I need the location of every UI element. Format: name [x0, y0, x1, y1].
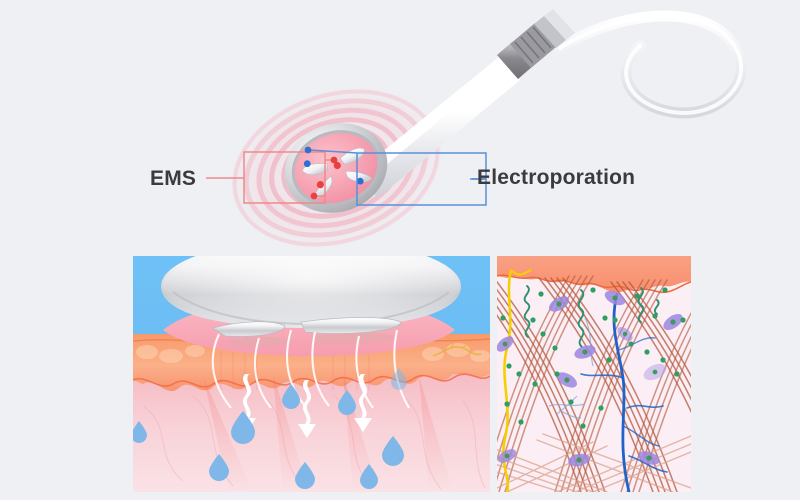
electroporation-leader-dots [304, 146, 312, 154]
nerve-yellow [502, 269, 513, 492]
ems-leader [206, 151, 332, 204]
ems-label: EMS [150, 167, 197, 190]
ems-leader-dots [310, 156, 338, 200]
fibroblast-cells [497, 290, 683, 467]
elastin-fibres [523, 285, 660, 348]
ripple-halo [228, 86, 444, 250]
field-lines [211, 329, 410, 409]
panel-collagen-network [497, 256, 691, 492]
penetration-arrows [238, 374, 372, 438]
strain-relief [510, 23, 556, 68]
device-cable [554, 10, 747, 119]
ems-point-1 [333, 161, 341, 170]
energy-rays [203, 374, 453, 492]
electrode-segments [301, 147, 373, 199]
skin-cross-section-svg [133, 256, 490, 492]
handpiece-head [161, 256, 461, 328]
treatment-head [284, 123, 388, 213]
capillaries [548, 317, 594, 419]
electrode-blades [212, 317, 402, 347]
electroporation-point-2 [356, 177, 364, 185]
panel-skin-cross-section [133, 256, 490, 492]
collagen-network-svg [497, 256, 691, 492]
electroporation-leader [309, 149, 487, 206]
epidermis-band [497, 256, 691, 293]
electroporation-label: Electroporation [477, 166, 636, 189]
ems-point-2 [316, 181, 324, 189]
device-diagram: EMS Electroporation [150, 9, 747, 250]
green-dots [500, 287, 686, 429]
hydration-droplets [133, 368, 407, 489]
electroporation-point-1 [303, 160, 311, 168]
